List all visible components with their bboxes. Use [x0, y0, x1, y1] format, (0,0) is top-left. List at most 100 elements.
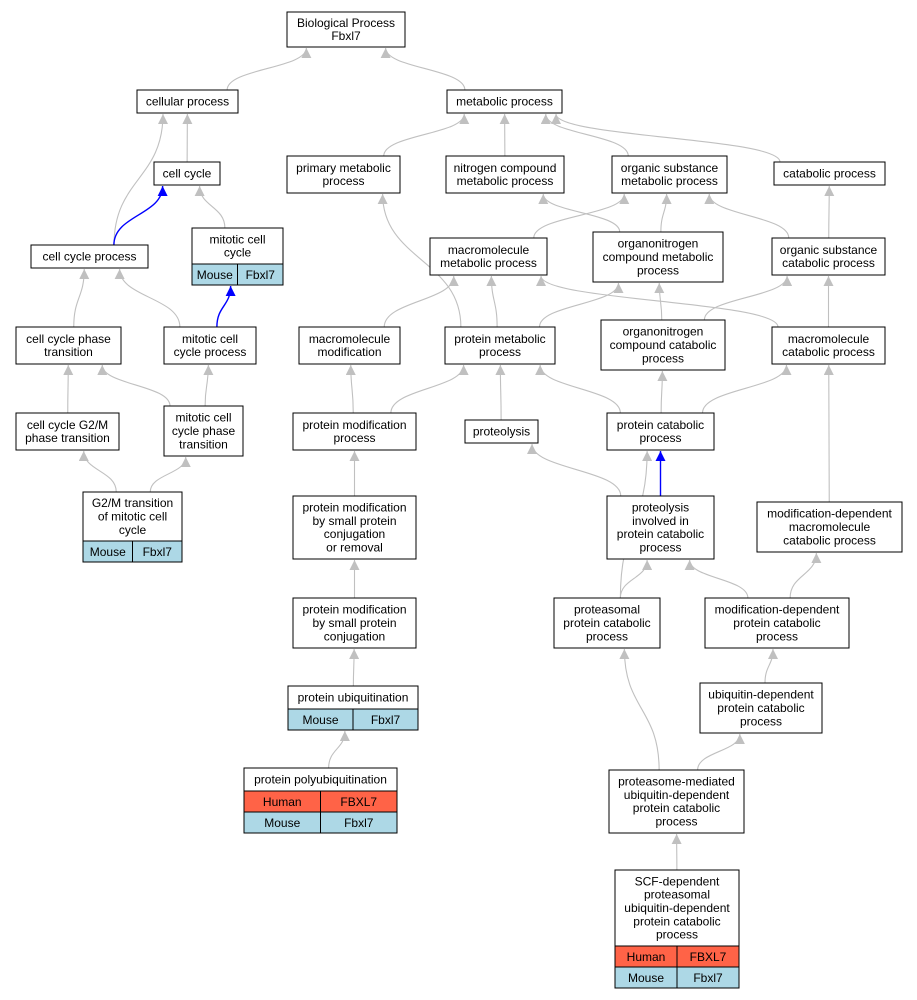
edge-protcat-to-orgnitrocat: [657, 370, 668, 414]
go-term-node-moddepmacro[interactable]: modification-dependentmacromoleculecatab…: [756, 501, 903, 553]
go-term-node-metabolic[interactable]: metabolic process: [446, 89, 563, 114]
edge-moddepprot-to-proteolysiscat: [684, 559, 749, 599]
node-label: Biological Process: [297, 16, 395, 30]
node-box: [608, 769, 745, 834]
gene-label: Fbxl7: [344, 816, 374, 830]
gene-label: FBXL7: [340, 795, 377, 809]
node-box: [429, 237, 548, 276]
edge-orgnitrocat-to-orgsubcat: [703, 275, 793, 321]
node-label: proteolysis: [632, 501, 689, 515]
node-box: [163, 326, 257, 365]
node-label: cellular process: [146, 95, 229, 109]
edges-layer: [63, 47, 835, 871]
go-term-node-cellcycle[interactable]: cell cycle: [153, 161, 221, 186]
node-label: cell cycle process: [42, 250, 136, 264]
gene-label: FBXL7: [690, 950, 727, 964]
go-term-node-cellular[interactable]: cellular process: [136, 89, 239, 114]
go-term-node-catabolic[interactable]: catabolic process: [773, 161, 886, 186]
node-box: [606, 495, 715, 560]
node-box: [756, 501, 903, 553]
node-box: [611, 155, 728, 194]
node-label: protein polyubiquitination: [254, 773, 387, 787]
node-label: protein catabolic: [633, 801, 720, 815]
go-term-node-proteasomemed[interactable]: proteasome-mediatedubiquitin-dependentpr…: [608, 769, 745, 834]
node-box: [444, 326, 556, 365]
node-label: nitrogen compound: [454, 161, 557, 175]
edge-proteasomemed-to-proteasomal: [619, 648, 660, 771]
node-label: primary metabolic: [296, 161, 391, 175]
edge-orgsubcat-to-organic: [704, 193, 790, 239]
node-label: macromolecule: [309, 332, 391, 346]
edge-protmet-to-orgnitromet: [538, 282, 624, 328]
go-term-node-scf[interactable]: SCF-dependentproteasomalubiquitin-depend…: [614, 869, 740, 989]
node-box: [15, 326, 122, 365]
mouse-gene-cell: [676, 966, 740, 989]
gene-label: Fbxl7: [371, 713, 401, 727]
node-label: protein catabolic: [733, 616, 820, 630]
node-box: [771, 237, 886, 276]
node-label: macromolecule: [448, 243, 530, 257]
node-label: process: [655, 814, 697, 828]
edge-protcat-to-macrocat: [701, 364, 792, 414]
node-label: transition: [44, 345, 93, 359]
node-label: organic substance: [780, 243, 878, 257]
node-label: catabolic process: [782, 256, 875, 270]
edge-organic-to-metabolic: [540, 113, 629, 157]
node-box: [15, 412, 120, 451]
species-label: Mouse: [264, 816, 300, 830]
node-label: conjugation: [324, 629, 385, 643]
edge-mitoticcc-to-cellcycle: [194, 185, 226, 229]
node-label: protein catabolic: [617, 527, 704, 541]
node-label: organonitrogen: [623, 325, 704, 339]
species-label: Mouse: [90, 545, 126, 559]
go-term-node-ccprocess[interactable]: cell cycle process: [30, 244, 149, 269]
node-box: [773, 161, 886, 186]
node-label: proteasomal: [574, 603, 640, 617]
node-label: transition: [179, 437, 228, 451]
edge-proteolysis-to-protmet: [495, 364, 506, 421]
mouse-gene-cell: [237, 263, 284, 286]
node-label: process: [756, 629, 798, 643]
edge-macrocat-to-macromet: [536, 275, 779, 328]
gene-label: Fbxl7: [693, 971, 723, 985]
node-label: or removal: [326, 540, 383, 554]
go-term-node-proteolysis[interactable]: proteolysis: [464, 419, 539, 444]
node-label: process: [639, 540, 681, 554]
edge-primary-to-metabolic: [383, 113, 470, 157]
edge-orgnitrocat-to-orgnitromet: [654, 282, 665, 321]
node-label: macromolecule: [789, 520, 871, 534]
node-label: metabolic process: [440, 256, 537, 270]
node-label: catabolic process: [783, 533, 876, 547]
node-box: [136, 89, 239, 114]
edge-moddepmacro-to-macrocat: [823, 364, 834, 503]
edge-ccprocess-to-cellular: [113, 113, 168, 246]
node-label: conjugation: [324, 527, 385, 541]
